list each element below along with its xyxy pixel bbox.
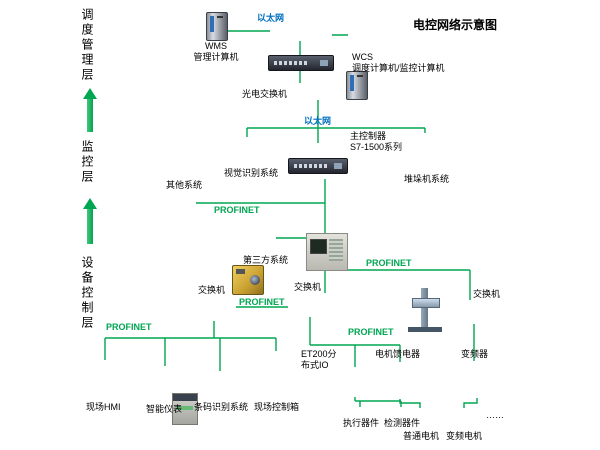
inverter-label: 变频器 (461, 349, 489, 359)
switch3-label: 交换机 (473, 289, 501, 299)
standard-motor-label: 普通电机 (403, 431, 440, 441)
et200-label: ET200分 布式IO (301, 349, 337, 371)
vfd-motor-label: 变频电机 (446, 431, 483, 441)
wcs-label: WCS 调度计算机/监控计算机 (352, 52, 445, 74)
profinet-label-c: PROFINET (239, 297, 285, 307)
layer-label-device-control: 设备控制层 (80, 256, 94, 331)
diagram-title: 电控网络示意图 (413, 18, 498, 32)
smart-meter-label: 智能仪表 (146, 404, 183, 414)
wire-ethernet-bus (246, 100, 426, 143)
profinet-label-e: PROFINET (348, 327, 394, 337)
up-arrow-icon (83, 88, 97, 132)
wms-label: WMS 管理计算机 (178, 41, 254, 63)
main-controller-plc-icon (306, 233, 348, 271)
vision-camera-icon (232, 265, 264, 295)
layer-label-dispatch: 调度管理层 (80, 8, 94, 83)
core-switch-icon (268, 55, 334, 71)
more-devices-ellipsis: …… (486, 410, 504, 420)
other-system-label: 其他系统 (166, 180, 203, 190)
motor-feeder-label: 电机馈电器 (375, 349, 421, 359)
actuator-label: 执行器件 (343, 418, 380, 428)
stacker-crane-icon (408, 288, 442, 332)
wcs-desc: 调度计算机/监控计算机 (352, 63, 445, 73)
profinet-label-b: PROFINET (366, 258, 412, 268)
control-cabinet-label: 现场控制箱 (254, 402, 300, 412)
third-party-label: 第三方系统 (243, 255, 289, 265)
wms-server-icon (206, 12, 228, 41)
wire-device-links (354, 397, 478, 408)
optical-switch-icon (288, 158, 348, 174)
et200-label-line1: ET200分 (301, 349, 337, 359)
vision-label: 视觉识别系统 (224, 168, 279, 178)
wcs-name: WCS (352, 52, 373, 62)
up-arrow-icon (83, 198, 97, 244)
wms-desc: 管理计算机 (193, 52, 239, 62)
wire-field-bus-left (104, 321, 277, 371)
layer-label-monitor: 监控层 (80, 140, 94, 185)
main-controller-series: S7-1500系列 (350, 142, 403, 152)
other-system-icon (172, 393, 198, 425)
optical-switch-label: 光电交换机 (242, 89, 288, 99)
ethernet-label-mid: 以太网 (304, 116, 332, 126)
sensor-label: 检测器件 (384, 418, 421, 428)
hmi-label: 现场HMI (86, 402, 121, 412)
wire-field-bus-mid (309, 317, 401, 367)
switch1-label: 交换机 (198, 285, 226, 295)
main-controller-name: 主控制器 (350, 131, 387, 141)
main-controller-label: 主控制器 S7-1500系列 (350, 131, 402, 153)
profinet-label-d: PROFINET (106, 322, 152, 332)
et200-label-line2: 布式IO (301, 360, 329, 370)
barcode-label: 条码识别系统 (194, 402, 249, 412)
stacker-label: 堆垛机系统 (404, 174, 450, 184)
switch2-label: 交换机 (294, 282, 322, 292)
wms-name: WMS (205, 41, 227, 51)
profinet-label-a: PROFINET (214, 205, 260, 215)
ethernet-label-top: 以太网 (257, 13, 285, 23)
wcs-server-icon (346, 71, 368, 100)
